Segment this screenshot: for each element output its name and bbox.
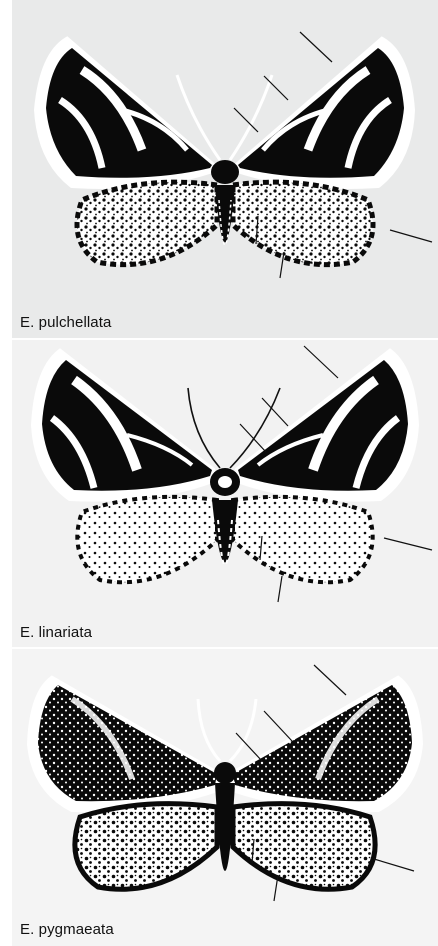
- specimen-panel-pygmaeata: E. pygmaeata: [12, 649, 438, 946]
- specimen-label: E. linariata: [20, 624, 92, 641]
- specimen-label: E. pulchellata: [20, 314, 111, 331]
- moth-image-linariata: [12, 340, 438, 647]
- specimen-panel-pulchellata: E. pulchellata: [12, 0, 438, 338]
- moth-image-pygmaeata: [12, 649, 438, 946]
- specimen-panel-linariata: E. linariata: [12, 340, 438, 647]
- moth-image-pulchellata: [12, 0, 438, 338]
- specimen-label: E. pygmaeata: [20, 921, 114, 938]
